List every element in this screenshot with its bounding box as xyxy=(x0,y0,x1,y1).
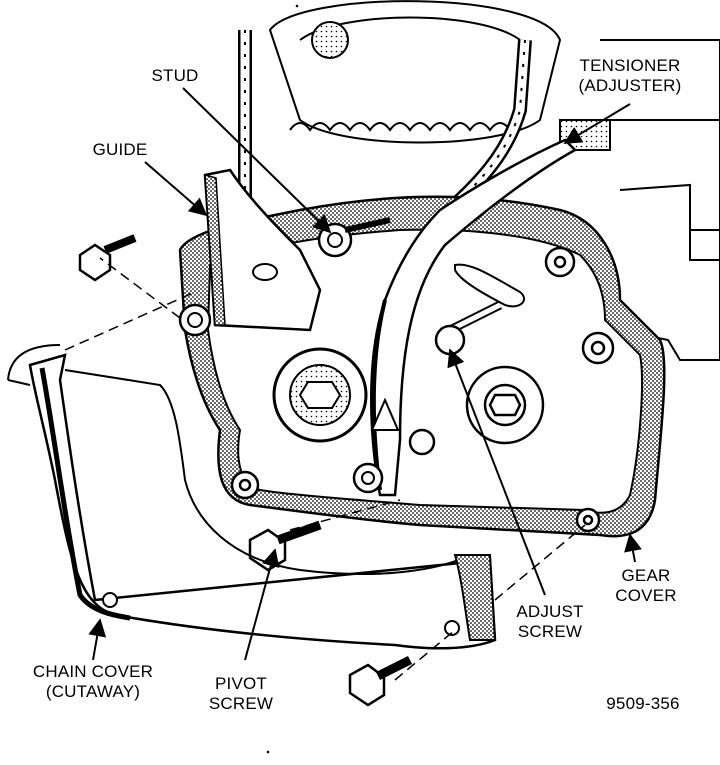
label-guide: GUIDE xyxy=(92,140,148,159)
leader-guide xyxy=(144,161,208,217)
label-chain-cover-line1: CHAIN COVER xyxy=(32,662,154,681)
leader-gear-cover xyxy=(624,533,642,563)
label-tensioner-line1: TENSIONER xyxy=(579,56,681,75)
label-chain-cover-line2: (CUTAWAY) xyxy=(45,682,141,701)
label-tensioner: TENSIONER (ADJUSTER) xyxy=(568,56,692,96)
leader-adjust-screw xyxy=(447,348,546,596)
label-pivot-screw-line2: SCREW xyxy=(208,694,274,713)
print-specks xyxy=(266,4,299,754)
label-gear-cover-line1: GEAR xyxy=(621,566,671,585)
label-pivot-screw: PIVOT SCREW xyxy=(196,674,286,714)
leader-lines xyxy=(88,87,642,661)
label-pivot-screw-line1: PIVOT xyxy=(214,674,267,693)
label-gear-cover: GEAR COVER xyxy=(606,566,686,606)
camshaft-sprocket xyxy=(268,0,562,144)
gear-cover-bolts xyxy=(230,246,615,533)
label-tensioner-line2: (ADJUSTER) xyxy=(578,76,682,95)
leader-chain-cover xyxy=(88,618,107,661)
alignment-lines xyxy=(64,257,586,681)
chain-guide xyxy=(178,168,322,337)
label-chain-cover: CHAIN COVER (CUTAWAY) xyxy=(8,662,178,702)
leader-stud xyxy=(182,87,332,234)
label-adjust-screw: ADJUST SCREW xyxy=(505,602,595,642)
leader-pivot-screw xyxy=(244,548,280,661)
label-stud: STUD xyxy=(151,66,199,85)
leader-tensioner xyxy=(563,103,631,144)
label-adjust-screw-line2: SCREW xyxy=(517,622,583,641)
label-gear-cover-line2: COVER xyxy=(615,586,677,605)
crankshaft-sprocket xyxy=(272,347,368,443)
label-adjust-screw-line1: ADJUST xyxy=(516,602,584,621)
figure-id: 9509-356 xyxy=(606,694,680,713)
chain-cover-cutaway xyxy=(7,344,497,650)
